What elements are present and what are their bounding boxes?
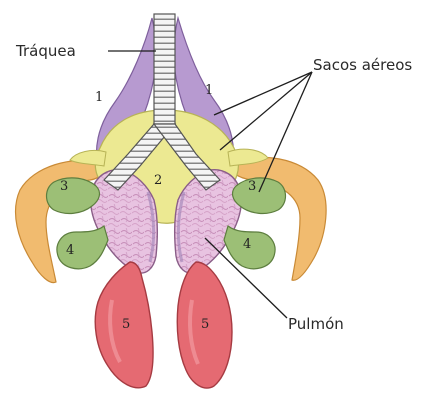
- air-sacs-leader-line-1: [214, 72, 312, 115]
- air-sacs-leader-line-2: [220, 72, 312, 150]
- interclavicular-number: 2: [154, 173, 162, 188]
- abdominal-upper-number-left: 4: [66, 243, 74, 258]
- thoracic-number-left: 3: [60, 179, 68, 194]
- cervical-number-right: 1: [205, 83, 213, 98]
- abdominal-upper-number-right: 4: [243, 237, 251, 252]
- lung-label: Pulmón: [288, 315, 344, 333]
- cervical-number-left: 1: [95, 90, 103, 105]
- abdominal-lower-number-left: 5: [122, 317, 130, 332]
- air-sacs-label: Sacos aéreos: [313, 56, 412, 74]
- thoracic-number-right: 3: [248, 179, 256, 194]
- trachea-label: Tráquea: [15, 42, 76, 60]
- abdominal-lower-number-right: 5: [201, 317, 209, 332]
- trachea: [154, 14, 175, 126]
- abdominal-upper-air-sac-left: [57, 226, 108, 269]
